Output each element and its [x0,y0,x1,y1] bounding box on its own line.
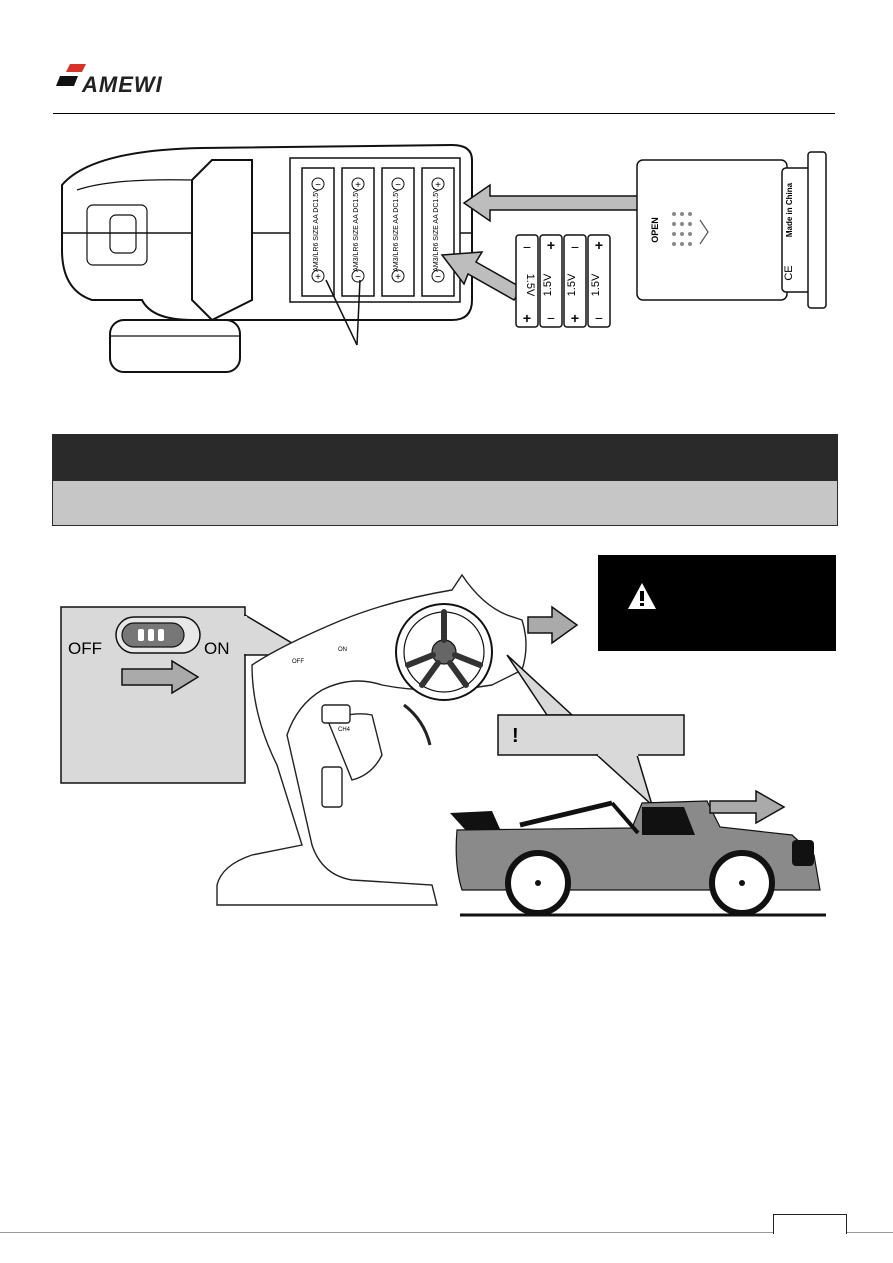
svg-text:+: + [523,310,531,326]
svg-text:1.5V: 1.5V [524,274,536,297]
svg-text:1.5V: 1.5V [542,273,554,296]
svg-text:CE: CE [783,265,795,280]
switch-on-label: ON [204,639,230,658]
forward-arrow-icon [527,605,579,645]
svg-text:OFF: OFF [292,659,304,665]
svg-text:−: − [523,239,531,255]
svg-text:−: − [355,272,361,283]
svg-text:AM3/LR6 SIZE AA DC1.5V: AM3/LR6 SIZE AA DC1.5V [393,188,400,272]
battery-install-figure: − + AM3/LR6 SIZE AA DC1.5V + − AM3/LR6 S… [61,143,827,373]
svg-text:CH4: CH4 [338,727,351,733]
steering-wheel-icon [395,603,493,701]
amewi-logo: AMEWI [56,64,163,97]
svg-text:Made in China: Made in China [785,182,794,237]
svg-text:−: − [395,180,401,191]
svg-text:+: + [547,237,555,253]
battery-slot: − + AM3/LR6 SIZE AA DC1.5V [381,167,415,297]
note-exclamation: ! [512,725,519,747]
svg-text:ON: ON [338,647,347,653]
note-box [497,714,685,756]
aa-battery-cells: + + + + − − − − 1.5V 1.5V 1.5V 1.5V [515,234,611,328]
svg-text:+: + [571,310,579,326]
svg-text:+: + [355,180,361,191]
svg-text:OPEN: OPEN [650,217,660,243]
svg-text:AM3/LR6 SIZE AA DC1.5V: AM3/LR6 SIZE AA DC1.5V [313,188,320,272]
svg-text:+: + [595,237,603,253]
battery-slot: + − AM3/LR6 SIZE AA DC1.5V [341,167,375,297]
svg-text:AM3/LR6 SIZE AA DC1.5V: AM3/LR6 SIZE AA DC1.5V [433,188,440,272]
svg-text:+: + [315,272,321,283]
footer-divider [0,1232,893,1233]
svg-text:AM3/LR6 SIZE AA DC1.5V: AM3/LR6 SIZE AA DC1.5V [353,188,360,272]
warning-icon [628,583,656,609]
svg-text:−: − [435,272,441,283]
battery-lid: OPEN Made in China CE [636,151,827,309]
page-number-tab [773,1214,847,1234]
battery-slot: − + AM3/LR6 SIZE AA DC1.5V [301,167,335,297]
section-title-bar [52,434,838,480]
svg-text:1.5V: 1.5V [590,273,602,296]
brand-wordmark: AMEWI [81,72,163,97]
rc-truck [450,800,826,917]
svg-text:−: − [547,310,555,326]
header-divider [53,113,835,114]
svg-text:−: − [571,239,579,255]
battery-slot: + − AM3/LR6 SIZE AA DC1.5V [421,167,455,297]
section-subtitle-bar [52,480,838,526]
switch-on-arrow-icon [121,659,200,695]
svg-text:+: + [435,180,441,191]
truck-forward-arrow-icon [709,789,786,825]
svg-text:−: − [595,310,603,326]
svg-text:−: − [315,180,321,191]
svg-text:+: + [395,272,401,283]
double-arrow-icon [462,183,668,223]
power-on-figure: OFF ON OFF ON CH4 ! [60,555,836,917]
svg-text:1.5V: 1.5V [566,273,578,296]
switch-off-label: OFF [68,639,102,658]
